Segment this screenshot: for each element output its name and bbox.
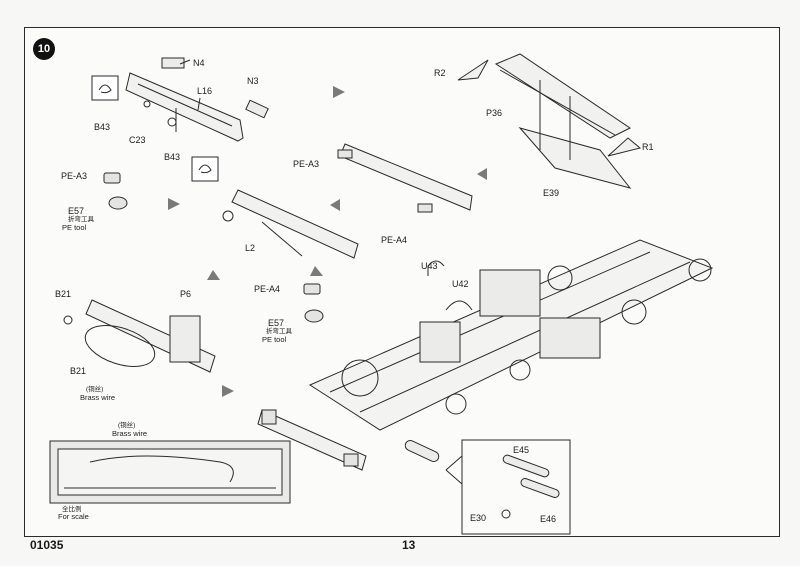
- part-label-p6: P6: [180, 289, 192, 299]
- bumper-middle: [337, 143, 473, 213]
- arrow-icon: [222, 385, 234, 397]
- detail-box-e-parts: [445, 439, 571, 535]
- kit-code: 01035: [30, 538, 64, 552]
- part-label-pe-a3: PE-A3: [293, 159, 320, 169]
- part-label-l16: L16: [197, 86, 213, 96]
- pe-tool-label: PE tool: [262, 335, 287, 344]
- page-number: 13: [402, 538, 416, 552]
- pe-tool-chinese-label: 折弯工具: [68, 216, 94, 223]
- part-label-u43: U43: [421, 261, 438, 271]
- for-scale-chinese-label: 全比例: [62, 506, 82, 513]
- arrow-icon: [168, 198, 180, 210]
- part-label-n3: N3: [247, 76, 259, 86]
- part-label-r1: R1: [642, 142, 654, 152]
- brass-wire-chinese-label: (铜丝): [118, 422, 136, 429]
- part-label-pe-a4: PE-A4: [381, 235, 408, 245]
- part-label-l2: L2: [245, 243, 256, 253]
- part-label-n4: N4: [193, 58, 205, 68]
- arrow-icon: [207, 270, 220, 280]
- part-label-e30: E30: [470, 513, 487, 523]
- pe-tool-label: PE tool: [62, 223, 87, 232]
- pe-parts-lower: [303, 283, 324, 323]
- step-number-badge: 10: [33, 38, 55, 60]
- part-label-p36: P36: [486, 108, 503, 118]
- part-label-pe-a4: PE-A4: [254, 284, 281, 294]
- callout-bubble-1: [91, 75, 119, 101]
- arrow-icon: [477, 168, 487, 180]
- bumper-lower-left: [63, 299, 216, 373]
- front-bumper-part-top: [125, 57, 269, 142]
- for-scale-panel: [49, 440, 291, 504]
- part-label-u42: U42: [452, 279, 469, 289]
- part-label-b21: B21: [70, 366, 87, 376]
- brass-wire-label: Brass wire: [112, 429, 148, 438]
- part-label-e45: E45: [513, 445, 530, 455]
- part-label-r2: R2: [434, 68, 446, 78]
- brass-wire-label: Brass wire: [80, 393, 116, 402]
- part-label-b43: B43: [164, 152, 181, 162]
- part-label-e39: E39: [543, 188, 560, 198]
- pe-tool-chinese-label: 折弯工具: [266, 328, 292, 335]
- brass-wire-chinese-label: (铜丝): [86, 386, 104, 393]
- arrow-icon: [333, 86, 345, 98]
- arrow-icon: [330, 199, 340, 211]
- part-label-b43: B43: [94, 122, 111, 132]
- bumper-left-mid: [222, 189, 359, 259]
- part-label-e57: E57: [268, 318, 285, 328]
- pe-parts-left: [103, 172, 128, 210]
- part-label-pe-a3: PE-A3: [61, 171, 88, 181]
- part-label-c23: C23: [129, 135, 146, 145]
- arrow-icon: [310, 266, 323, 276]
- part-label-b21: B21: [55, 289, 72, 299]
- for-scale-label: For scale: [58, 512, 89, 521]
- truck-chassis: [308, 239, 714, 431]
- rear-frame-parts: [457, 53, 642, 189]
- front-bumper-lower: [257, 409, 440, 471]
- part-label-e46: E46: [540, 514, 557, 524]
- callout-bubble-2: [191, 156, 219, 182]
- direction-arrows: [168, 86, 487, 397]
- part-label-e57: E57: [68, 206, 85, 216]
